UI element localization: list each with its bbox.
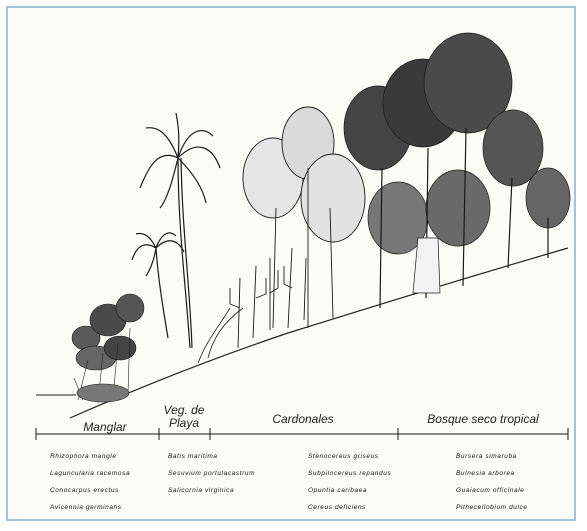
species-name: Laguncularia racemosa xyxy=(50,465,130,482)
zone-label-cardonales: Cardonales xyxy=(248,413,358,426)
species-name: Avicennia germinans xyxy=(50,499,130,516)
species-name: Pithecellobium dulce xyxy=(456,499,528,516)
species-name: Bursera simaruba xyxy=(456,448,528,465)
vegetation-profile-illustration xyxy=(8,8,576,521)
zone-label-bosque-seco: Bosque seco tropical xyxy=(408,413,558,426)
zone-label-veg-playa: Veg. de Playa xyxy=(154,404,214,430)
species-name: Batis maritima xyxy=(168,448,255,465)
ground-slope xyxy=(70,248,568,418)
species-name: Salicornia virginica xyxy=(168,482,255,499)
species-name: Stenocereus griseus xyxy=(308,448,391,465)
species-list-manglar: Rhizophora mangle Laguncularia racemosa … xyxy=(50,448,130,516)
palm-trees xyxy=(132,113,243,363)
species-list-veg-playa: Batis maritima Sesuvium portulacastrum S… xyxy=(168,448,255,499)
cardonal-vegetation xyxy=(230,107,365,348)
zone-label-manglar: Manglar xyxy=(60,421,150,434)
species-name: Opuntia caribaea xyxy=(308,482,391,499)
species-name: Conocarpus erectus xyxy=(50,482,130,499)
species-name: Subpilocereus repandus xyxy=(308,465,391,482)
species-list-cardonales: Stenocereus griseus Subpilocereus repand… xyxy=(308,448,391,516)
dry-forest-trees xyxy=(344,33,570,308)
species-name: Bulnesia arborea xyxy=(456,465,528,482)
species-list-bosque-seco: Bursera simaruba Bulnesia arborea Guaiac… xyxy=(456,448,528,516)
species-name: Cereus deficiens xyxy=(308,499,391,516)
species-name: Sesuvium portulacastrum xyxy=(168,465,255,482)
mangrove-trees xyxy=(72,294,144,403)
species-name: Guaiacum officinale xyxy=(456,482,528,499)
figure-frame: Manglar Veg. de Playa Cardonales Bosque … xyxy=(6,6,576,521)
species-name: Rhizophora mangle xyxy=(50,448,130,465)
